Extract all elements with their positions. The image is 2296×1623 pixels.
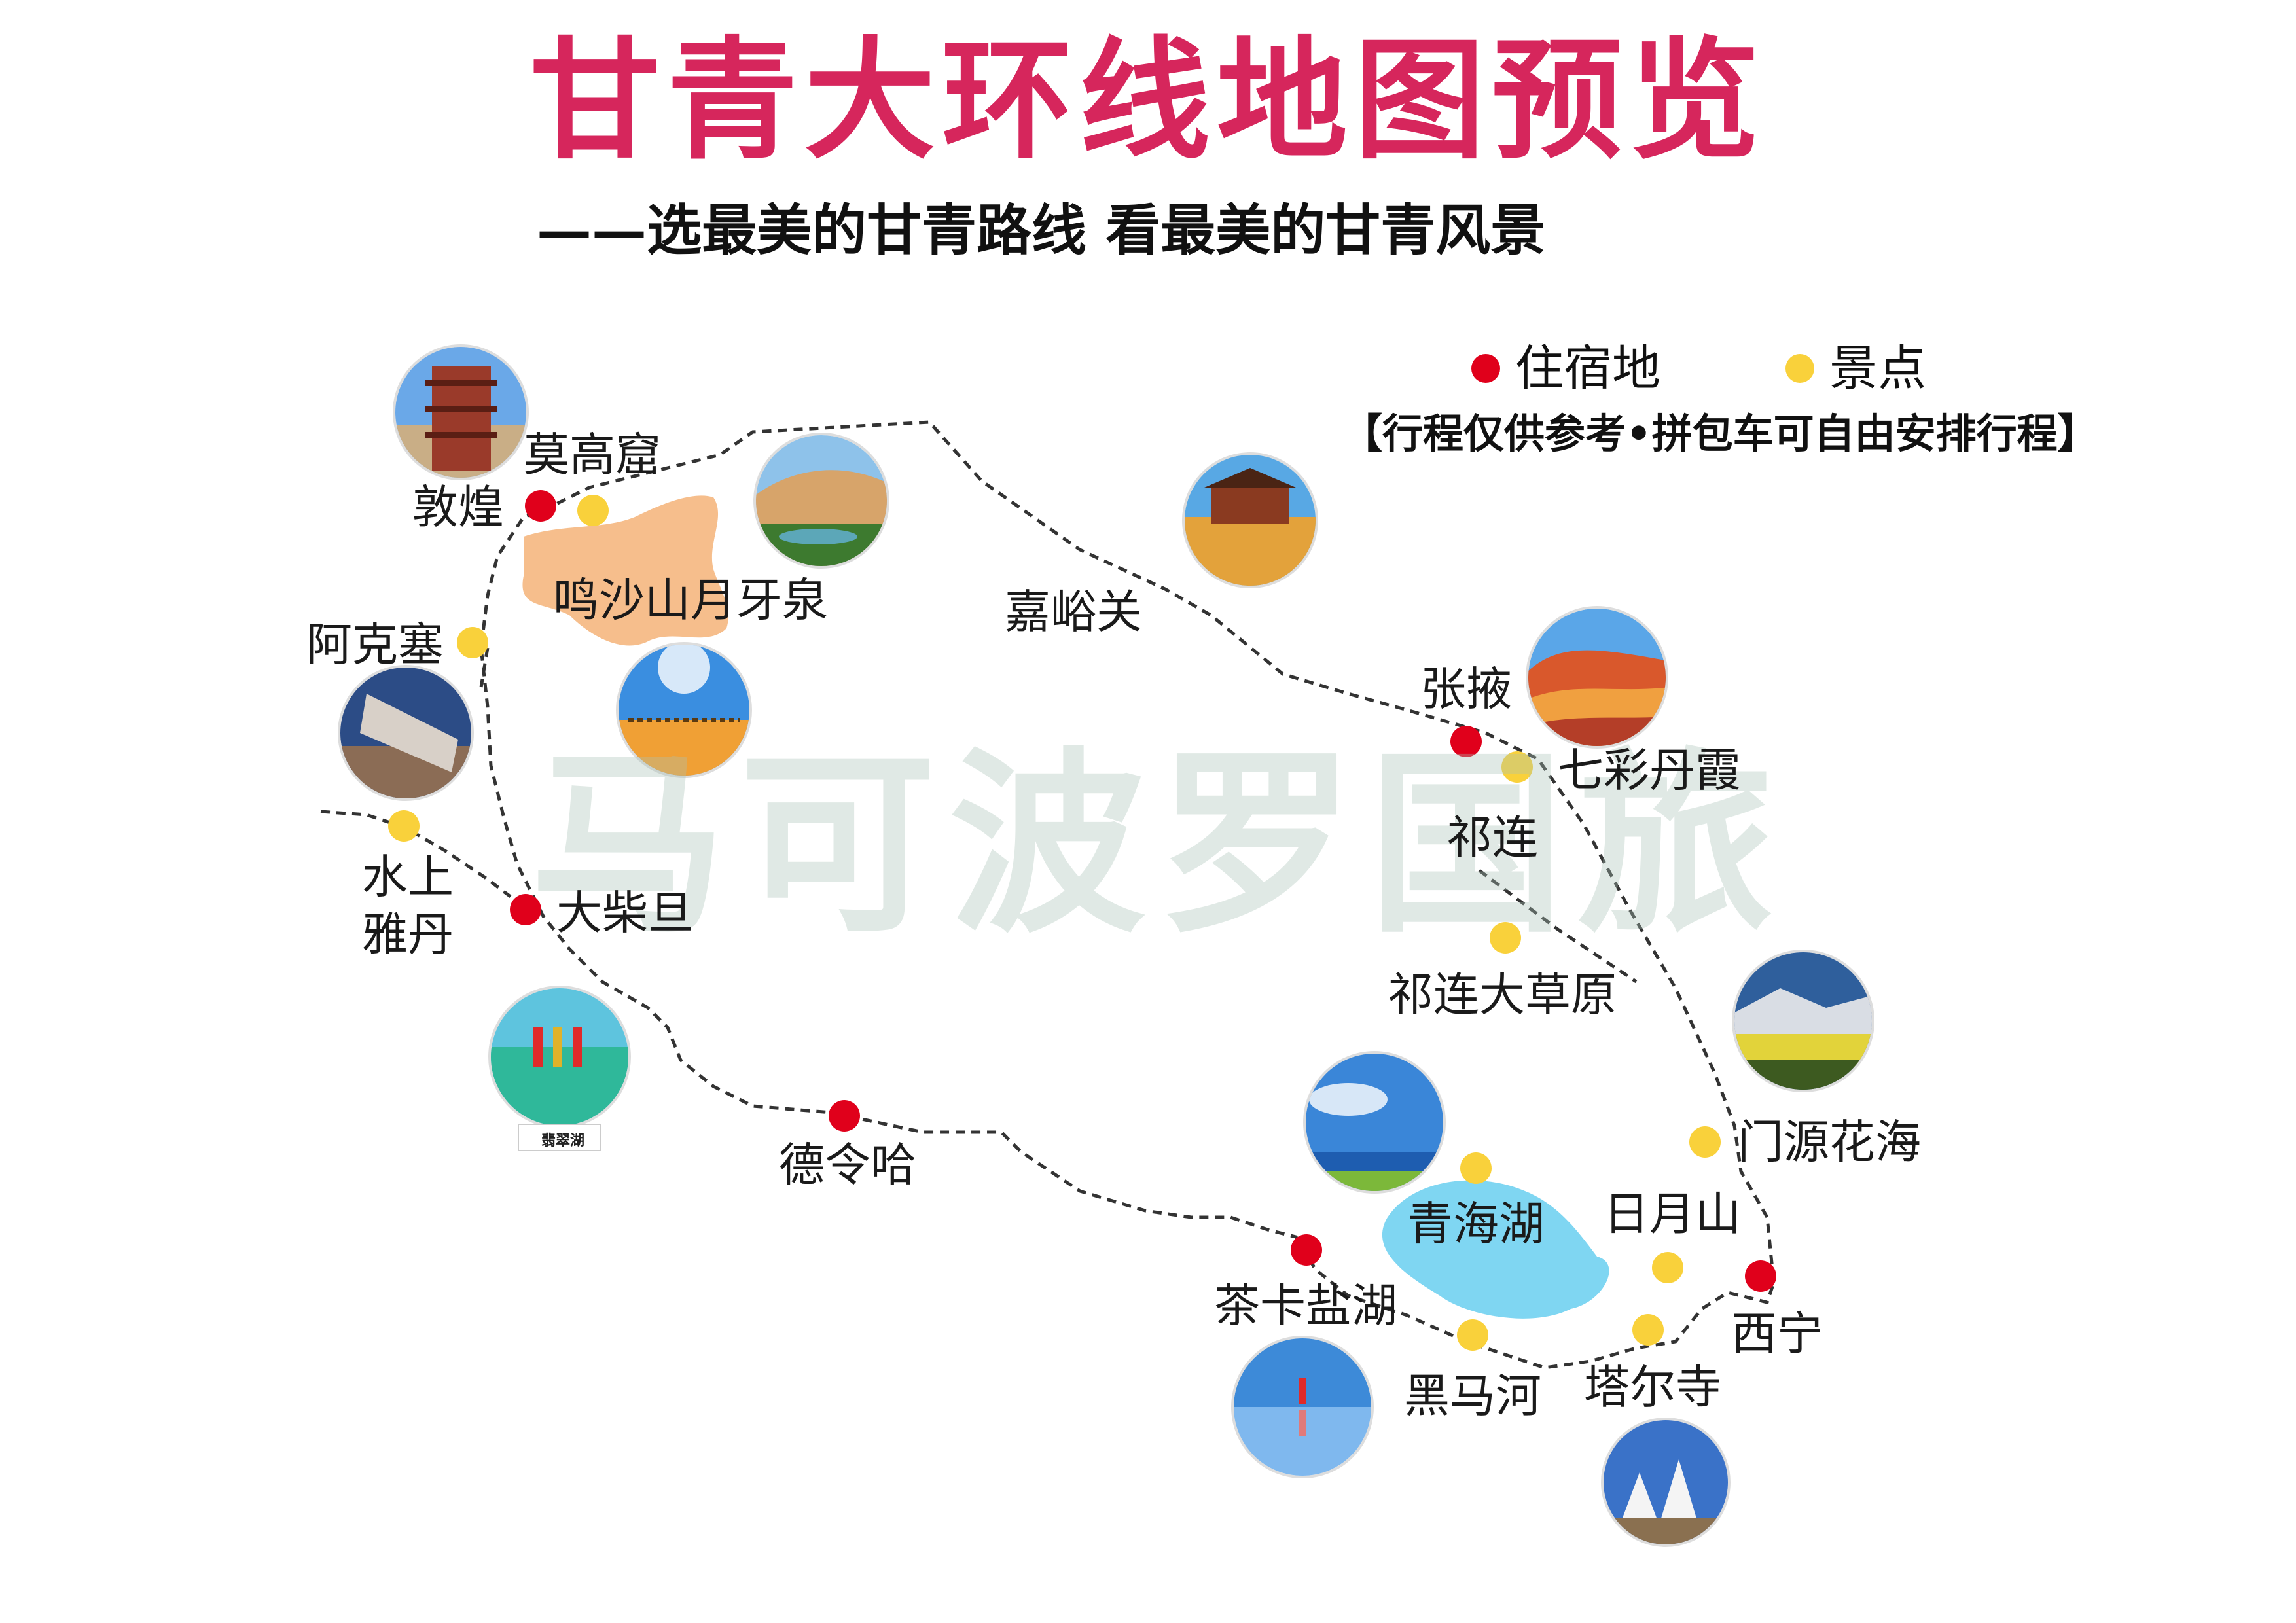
riyueshan-dot	[1652, 1252, 1683, 1283]
label-jiayuguan: 嘉峪关	[1005, 585, 1142, 639]
mogaoku-dot	[577, 495, 609, 526]
page-subtitle: ——选最美的甘青路线 看最美的甘青风景	[537, 198, 1546, 262]
label-dachaidan: 大柴旦	[556, 886, 694, 940]
heimahe-dot	[1457, 1319, 1488, 1351]
label-qicaidanxia: 七彩丹霞	[1558, 743, 1741, 797]
akesai-dot	[457, 627, 488, 658]
jiayuguan-photo-icon	[1182, 452, 1318, 588]
label-taersi: 塔尔寺	[1584, 1361, 1721, 1414]
feicuihu-photo-icon	[488, 986, 631, 1151]
feicuihu-caption: 翡翠湖	[541, 1133, 584, 1149]
qiliancaoyuan-dot	[1490, 922, 1521, 954]
chakayanhu-dot	[1291, 1234, 1322, 1266]
label-riyueshan: 日月山	[1604, 1187, 1741, 1241]
desert-photo-icon	[616, 642, 752, 778]
dunhuang-dot	[525, 490, 556, 522]
label-qilian: 祁连	[1446, 811, 1538, 865]
qinghaihu-photo-icon	[1303, 1051, 1446, 1194]
label-chakayanhu: 茶卡盐湖	[1214, 1279, 1397, 1332]
label-heimahe: 黑马河	[1404, 1369, 1541, 1423]
qinghaihu-dot	[1460, 1152, 1492, 1184]
legend-lodging-label: 住宿地	[1515, 340, 1660, 397]
qicaidanxia-dot	[1501, 751, 1533, 783]
label-mogaoku: 莫高窟	[524, 428, 661, 482]
legend-scenic-label: 景点	[1829, 340, 1926, 397]
label-mingshashan: 鸣沙山月牙泉	[553, 573, 828, 627]
label-qinghaihu: 青海湖	[1407, 1197, 1545, 1251]
yadan-dot	[388, 810, 420, 842]
zhangye-dot	[1450, 726, 1482, 757]
chaka-photo-icon	[1231, 1336, 1374, 1478]
label-xining: 西宁	[1731, 1307, 1823, 1361]
label-zhangye: 张掖	[1420, 662, 1512, 716]
dachaidan-dot	[510, 894, 541, 925]
menyuan-photo-icon	[1732, 950, 1874, 1092]
label-shuishang: 水上	[362, 850, 454, 904]
route-lines	[320, 420, 1776, 1370]
scenic-dots	[388, 495, 1721, 1351]
legend-lodging-dot	[1471, 354, 1500, 383]
qinghai-lake-area	[1382, 1180, 1609, 1319]
label-dunhuang: 敦煌	[412, 480, 504, 534]
mingshashan-photo-icon	[753, 433, 889, 569]
route-yadan-branch	[320, 810, 512, 898]
route-qilian-branch	[1478, 869, 1638, 984]
mogaoku-photo-icon	[393, 344, 529, 480]
label-yadan: 雅丹	[362, 908, 454, 961]
route-main-loop	[479, 420, 1776, 1370]
yadan-photo-icon	[338, 665, 474, 801]
label-delingha: 德令哈	[779, 1138, 916, 1192]
legend-scenic-dot	[1785, 354, 1814, 383]
page-title: 甘青大环线地图预览	[529, 25, 1767, 177]
label-qiliancaoyuan: 祁连大草原	[1388, 968, 1617, 1022]
lodging-dots	[510, 490, 1776, 1292]
menyuan-dot	[1689, 1126, 1721, 1158]
mingsha-sand-area	[522, 495, 728, 646]
taersi-dot	[1632, 1314, 1664, 1346]
label-menyuan: 门源花海	[1738, 1115, 1921, 1169]
itinerary-note: 【行程仅供参考•拼包车可自由安排行程】	[1342, 410, 2098, 457]
taersi-photo-icon	[1601, 1418, 1731, 1547]
label-akesai: 阿克塞	[306, 618, 444, 671]
watermark: 马可波罗国旅	[530, 728, 1787, 959]
xining-dot	[1745, 1260, 1776, 1292]
delingha-dot	[829, 1100, 860, 1132]
route-akesai-branch	[479, 647, 490, 688]
